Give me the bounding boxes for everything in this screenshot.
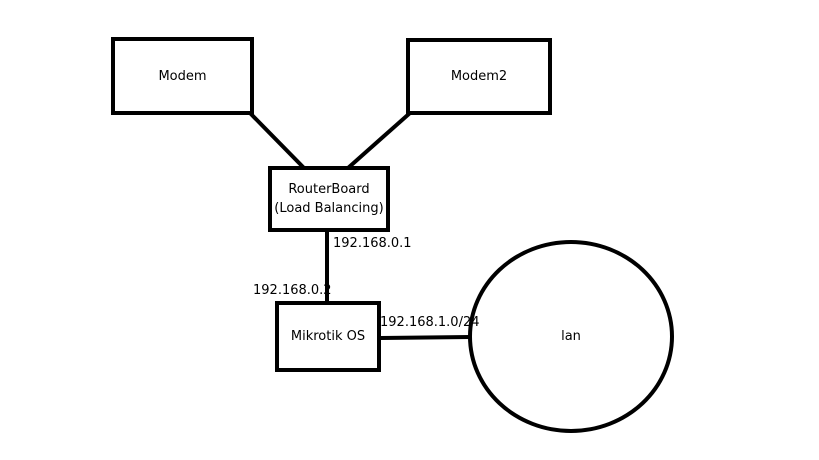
lan-node: lan (468, 240, 674, 433)
routerboard-label: RouterBoard (288, 182, 370, 197)
link-modem2-router (346, 111, 412, 170)
link-mikrotik-lan (378, 335, 471, 340)
routerboard-node: RouterBoard (Load Balancing) (268, 166, 390, 232)
lan-label: lan (561, 329, 581, 344)
link-modem1-router (248, 111, 306, 170)
modem2-label: Modem2 (450, 69, 508, 84)
load-balancing-label: (Load Balancing) (274, 201, 384, 216)
modem2-node: Modem2 (406, 38, 552, 115)
router-ip-label: 192.168.0.1 (333, 236, 412, 251)
modem-label: Modem (158, 68, 207, 84)
lan-subnet-label: 192.168.1.0/24 (380, 315, 480, 330)
mikrotik-os-label: Mikrotik OS (290, 329, 366, 344)
mikrotik-os-node: Mikrotik OS (275, 301, 381, 372)
mikrotik-ip-label: 192.168.0.2 (253, 283, 332, 298)
modem-node: Modem (111, 37, 254, 115)
